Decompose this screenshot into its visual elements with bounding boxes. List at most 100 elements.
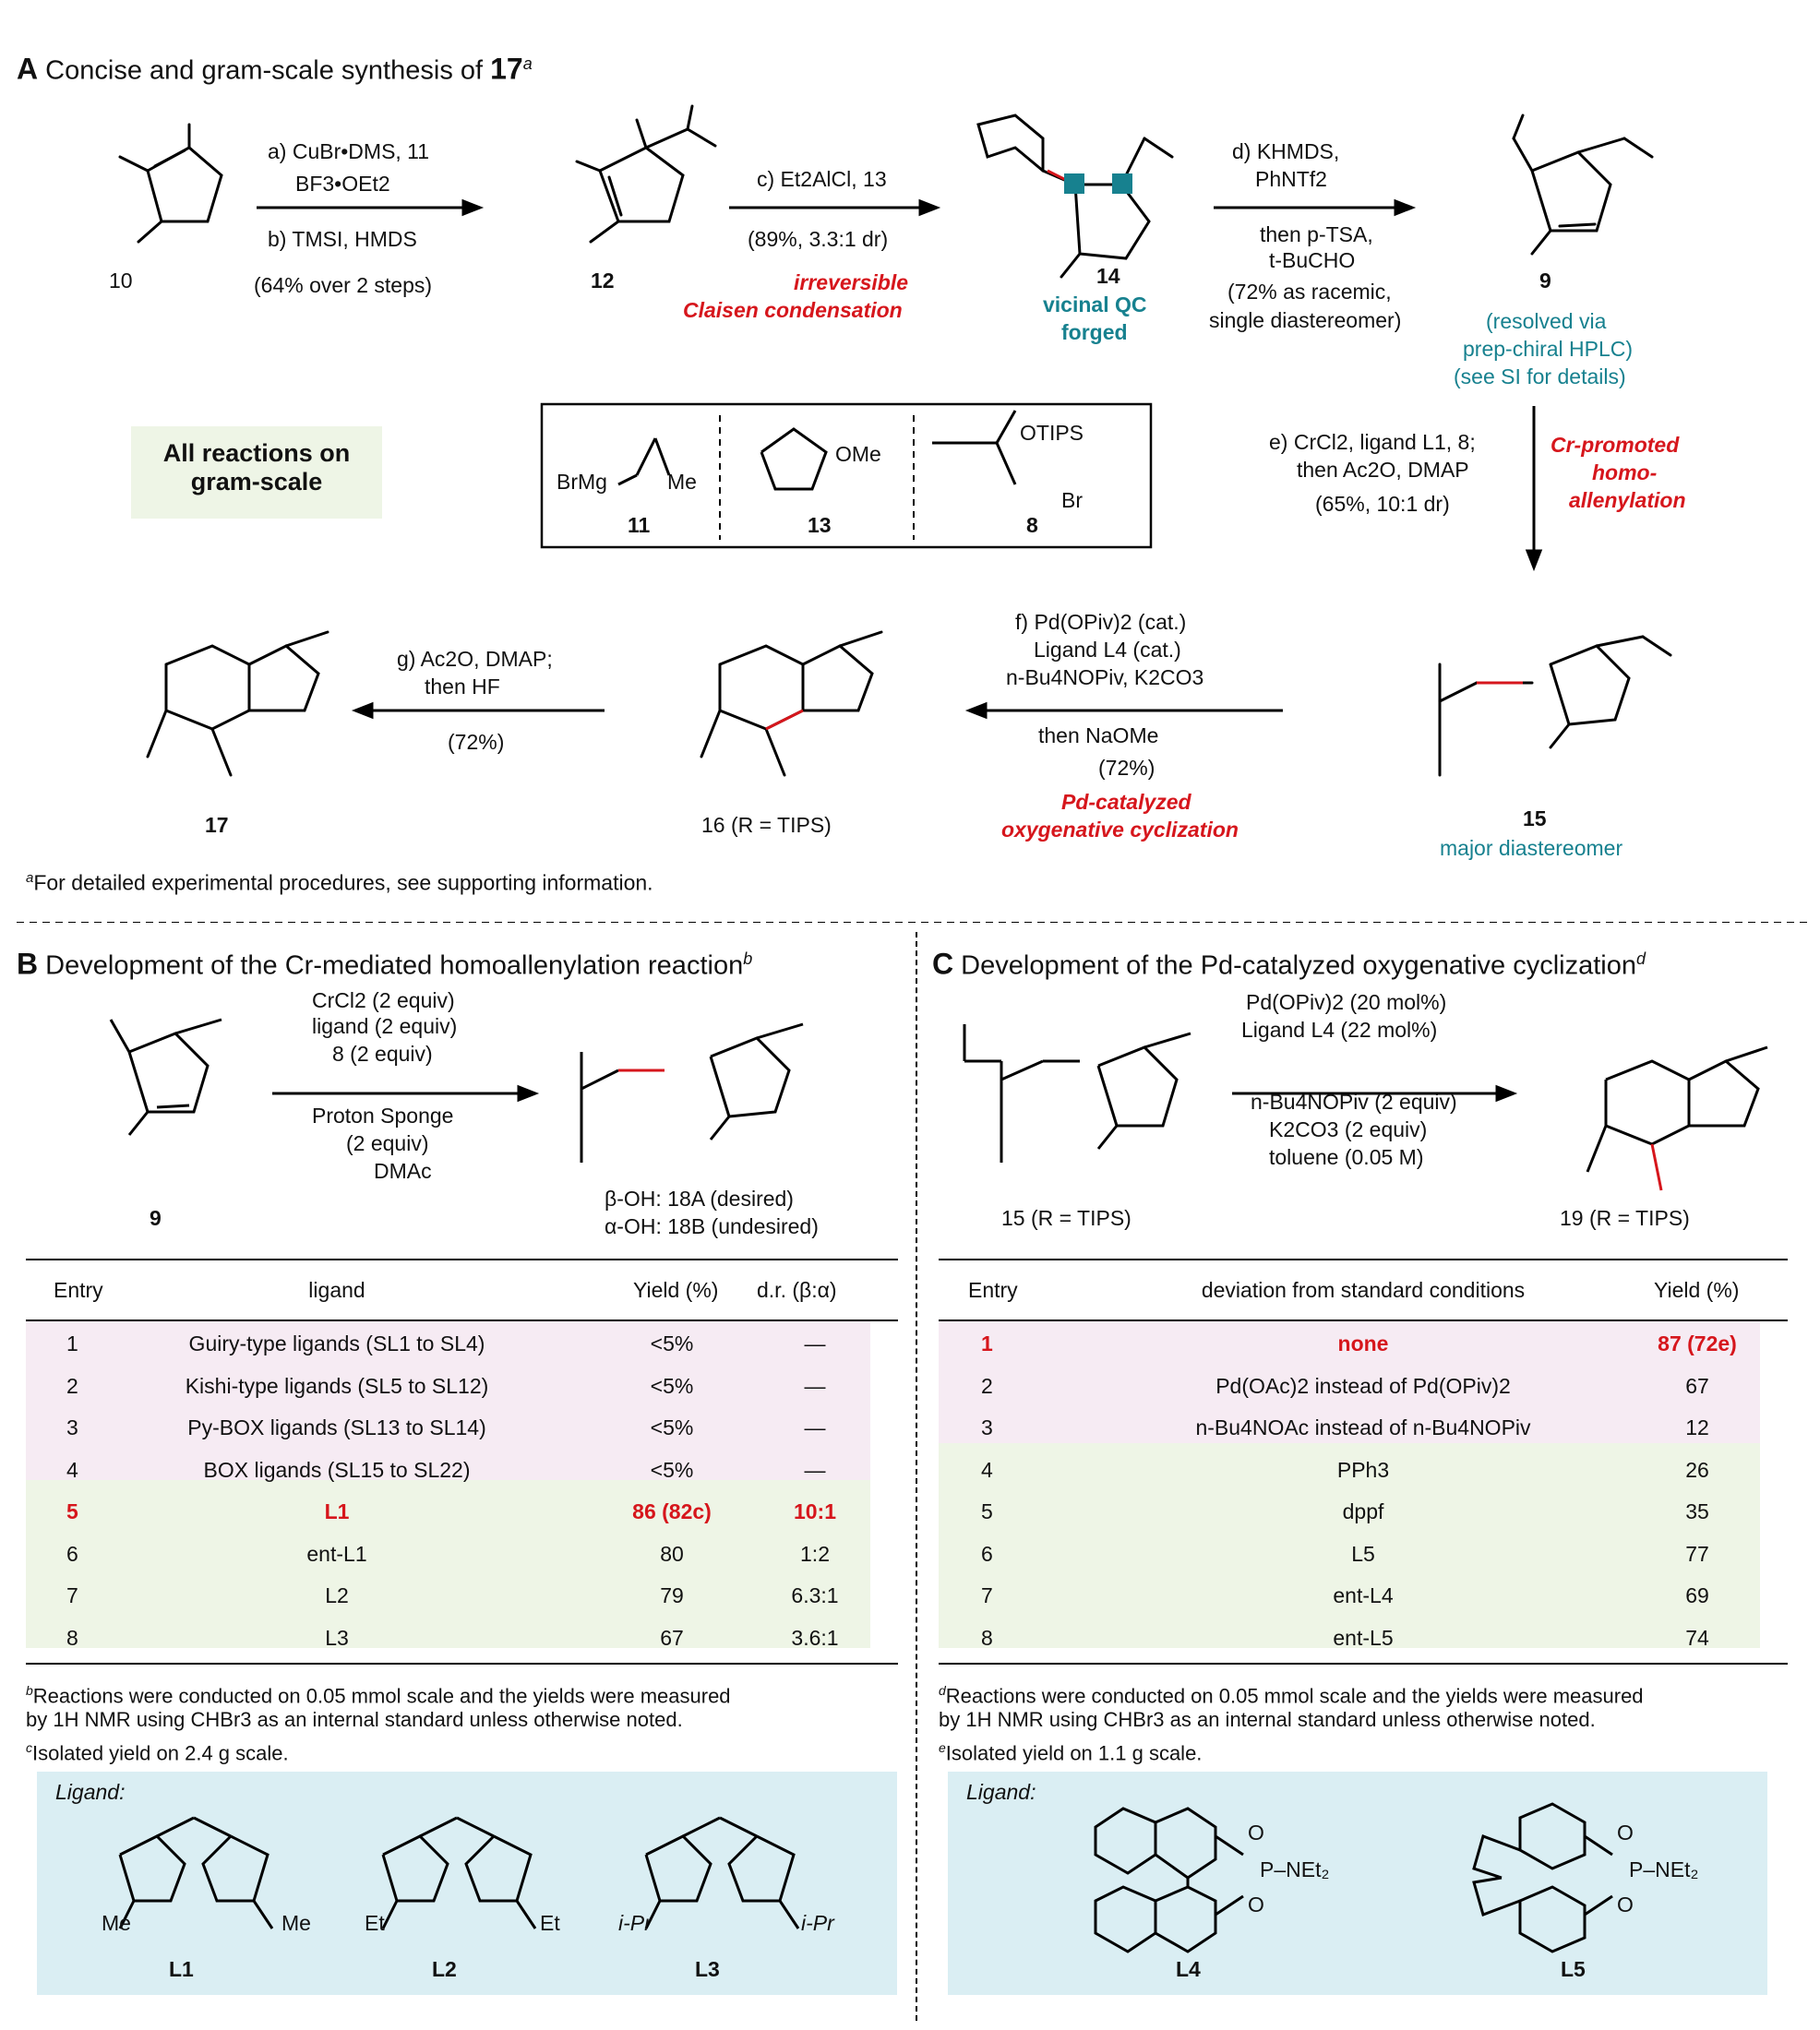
step-d2: PhNTf2 bbox=[1255, 167, 1327, 191]
table-c-header: Entry deviation from standard conditions… bbox=[968, 1278, 1740, 1302]
table-b-cell: Kishi-type ligands (SL5 to SL12) bbox=[185, 1373, 489, 1398]
panel-b-title: B Development of the Cr-mediated homoall… bbox=[17, 947, 753, 981]
ligand-box-c: Ligand: O P–NEt₂ O O P–NEt₂ bbox=[948, 1772, 1767, 1995]
table-b-cell: 6.3:1 bbox=[791, 1583, 839, 1607]
step-e2: then Ac2O, DMAP bbox=[1297, 458, 1469, 482]
table-c-cell: 5 bbox=[981, 1499, 993, 1523]
step-c-yield: (89%, 3.3:1 dr) bbox=[748, 227, 889, 251]
table-b-cell: L3 bbox=[325, 1625, 349, 1650]
table-b-cell: 10:1 bbox=[793, 1499, 837, 1523]
panel-c-title: C Development of the Pd-catalyzed oxygen… bbox=[932, 947, 1646, 981]
table-b-cell: 67 bbox=[660, 1625, 684, 1650]
b-prod2: α-OH: 18B (undesired) bbox=[605, 1214, 819, 1238]
table-b-cell: — bbox=[804, 1331, 826, 1355]
table-b-cell: — bbox=[804, 1457, 826, 1482]
box-11: 11 bbox=[628, 513, 651, 537]
footnote-a: aFor detailed experimental procedures, s… bbox=[26, 870, 653, 895]
resolved1: (resolved via bbox=[1486, 309, 1607, 333]
table-c-cell: none bbox=[1337, 1331, 1389, 1355]
table-c-cell: 6 bbox=[981, 1541, 993, 1566]
step-d4: t-BuCHO bbox=[1269, 248, 1356, 272]
cr-label1: Cr-promoted bbox=[1551, 433, 1680, 457]
box-13: 13 bbox=[808, 513, 832, 537]
resolved2: prep-chiral HPLC) bbox=[1463, 337, 1634, 361]
b-foot2: by 1H NMR using CHBr3 as an internal sta… bbox=[26, 1708, 683, 1731]
table-b-cell: Py-BOX ligands (SL13 to SL14) bbox=[187, 1415, 486, 1439]
table-b-cell: 5 bbox=[66, 1499, 78, 1523]
claisen-label: Claisen condensation bbox=[683, 298, 903, 322]
c-cond4: K2CO3 (2 equiv) bbox=[1269, 1117, 1428, 1141]
structure-10 bbox=[118, 123, 223, 244]
c-prod: 19 (R = TIPS) bbox=[1560, 1206, 1690, 1230]
table-b-cell: — bbox=[804, 1373, 826, 1398]
table-c-cell: 3 bbox=[981, 1415, 993, 1439]
resolved3: (see SI for details) bbox=[1454, 364, 1626, 388]
cmpd-16: 16 (R = TIPS) bbox=[701, 813, 832, 837]
cmpd-17: 17 bbox=[205, 813, 229, 837]
table-c-cell: n-Bu4NOAc instead of n-Bu4NOPiv bbox=[1195, 1415, 1531, 1439]
scheme-a-structures bbox=[17, 104, 1809, 923]
cmpd-15: 15 bbox=[1523, 806, 1547, 830]
pd-label2: oxygenative cyclization bbox=[1001, 818, 1239, 842]
pd-label1: Pd-catalyzed bbox=[1061, 790, 1191, 814]
ligand-L4: L4 bbox=[1176, 1957, 1201, 1981]
c-cond5: toluene (0.05 M) bbox=[1269, 1145, 1424, 1169]
table-b-cell: 86 (82c) bbox=[632, 1499, 712, 1523]
c-cond1: Pd(OPiv)2 (20 mol%) bbox=[1246, 990, 1447, 1014]
b-cond4: Proton Sponge bbox=[312, 1104, 454, 1128]
step-b-yield: (64% over 2 steps) bbox=[254, 273, 433, 297]
cr-label3: allenylation bbox=[1569, 488, 1686, 512]
structure-14 bbox=[976, 113, 1174, 279]
cmpd-10: 10 bbox=[109, 269, 133, 293]
table-b-cell: L2 bbox=[325, 1583, 349, 1607]
c-cond2: Ligand L4 (22 mol%) bbox=[1241, 1018, 1438, 1042]
step-c: c) Et2AlCl, 13 bbox=[757, 167, 887, 191]
major-label: major diastereomer bbox=[1440, 836, 1623, 860]
ligand-L2: L2 bbox=[432, 1957, 457, 1981]
irreversible-label: irreversible bbox=[794, 270, 909, 294]
box-8: 8 bbox=[1026, 513, 1038, 537]
table-c-cell: 7 bbox=[981, 1583, 993, 1607]
cmpd-9: 9 bbox=[1539, 269, 1551, 293]
c-sm: 15 (R = TIPS) bbox=[1001, 1206, 1132, 1230]
scheme-c-structures bbox=[963, 1024, 1768, 1191]
table-b-cell: <5% bbox=[650, 1331, 694, 1355]
panel-a-title: A Concise and gram-scale synthesis of 17… bbox=[17, 52, 533, 86]
table-c-cell: PPh3 bbox=[1336, 1457, 1390, 1482]
step-d3: then p-TSA, bbox=[1260, 222, 1373, 246]
table-b-cell: <5% bbox=[650, 1373, 694, 1398]
step-g2: then HF bbox=[425, 675, 500, 699]
table-c-cell: 26 bbox=[1685, 1457, 1709, 1482]
c-foot1: dReactions were conducted on 0.05 mmol s… bbox=[939, 1683, 1644, 1708]
step-f4: then NaOMe bbox=[1038, 723, 1159, 747]
table-b-cell: L1 bbox=[324, 1499, 350, 1523]
b-cond2: ligand (2 equiv) bbox=[312, 1014, 458, 1038]
table-b-cell: 1:2 bbox=[800, 1541, 830, 1566]
cmpd-12: 12 bbox=[591, 269, 615, 293]
table-b-cell: 7 bbox=[66, 1583, 78, 1607]
step-d6: single diastereomer) bbox=[1209, 308, 1402, 332]
table-c-cell: Pd(OAc)2 instead of Pd(OPiv)2 bbox=[1215, 1373, 1511, 1398]
step-g3: (72%) bbox=[448, 730, 505, 754]
table-b-cell: — bbox=[804, 1415, 826, 1439]
b-foot3: cIsolated yield on 2.4 g scale. bbox=[26, 1740, 289, 1765]
table-c-cell: 1 bbox=[981, 1331, 993, 1355]
table-b-cell: 3.6:1 bbox=[791, 1625, 839, 1650]
table-c-cell: 35 bbox=[1685, 1499, 1709, 1523]
forged-label: forged bbox=[1061, 320, 1128, 344]
table-c: Entry deviation from standard conditions… bbox=[939, 1259, 1788, 1665]
